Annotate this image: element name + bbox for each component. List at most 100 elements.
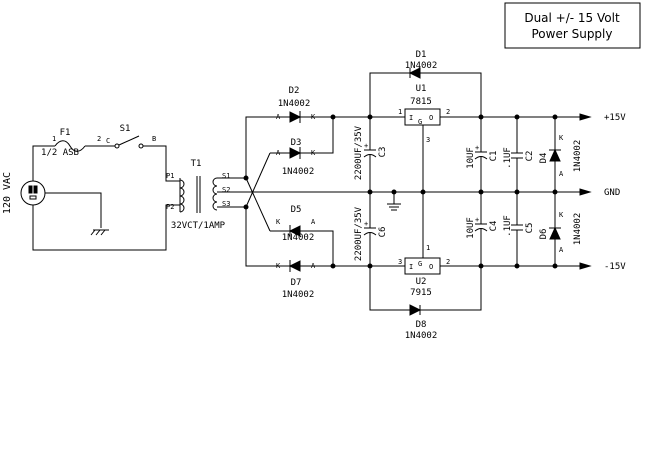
regulator-u2-part: 7915	[410, 288, 432, 298]
diode-d1: D1 1N4002	[369, 50, 482, 117]
diode-d3-cathode: K	[311, 149, 316, 157]
capacitor-c3-ref: C3	[378, 147, 388, 158]
regulator-u1-ref: U1	[416, 84, 427, 94]
regulator-u2-pin-out: 2	[446, 258, 450, 266]
capacitor-c2-value: .1UF	[503, 147, 513, 169]
capacitor-c6-ref: C6	[378, 227, 388, 238]
arrow-right-icon	[579, 113, 592, 121]
ac-input-label: 120 VAC	[2, 172, 13, 214]
regulator-u2: U2 7915 I G O 3 2 1	[398, 192, 450, 298]
diode-icon	[289, 111, 302, 123]
diode-d7: D7 1N4002 K A	[276, 260, 333, 300]
arrow-right-icon	[579, 262, 592, 270]
capacitor-c2-ref: C2	[525, 151, 535, 162]
diode-d4-ref: D4	[539, 153, 549, 164]
diode-d4-anode: A	[559, 170, 564, 178]
capacitor-c1: + 10UF C1	[466, 117, 499, 192]
transformer-p1: P1	[166, 172, 174, 180]
regulator-u1-pin-g: G	[418, 118, 422, 126]
transformer-s1: S1	[222, 172, 230, 180]
outputs: +15V GND -15V	[579, 113, 626, 272]
capacitor-c3-plus: +	[364, 142, 368, 150]
diode-d2-anode: A	[276, 113, 281, 121]
diode-d1-ref: D1	[416, 50, 427, 60]
diode-icon	[409, 304, 422, 316]
diode-d7-part: 1N4002	[282, 290, 315, 300]
diode-d5-part: 1N4002	[282, 233, 315, 243]
capacitor-c1-value: 10UF	[466, 147, 476, 169]
diode-icon	[549, 226, 561, 240]
transformer-t1: T1 32VCT/1AMP P1 P2 S1 S2 S3	[166, 159, 370, 231]
title-block: Dual +/- 15 Volt Power Supply	[504, 2, 641, 49]
capacitor-c4: + 10UF C4	[466, 192, 499, 266]
capacitor-c5: .1UF C5	[503, 192, 535, 266]
output-gnd-label: GND	[604, 188, 620, 198]
diode-d7-anode: A	[311, 262, 316, 270]
regulator-u1: U1 7815 I G O 1 2 3	[398, 84, 450, 192]
regulator-u2-pin-i: I	[409, 263, 413, 271]
capacitor-c1-ref: C1	[489, 151, 499, 162]
diode-d6-ref: D6	[539, 229, 549, 240]
capacitor-c6: + 2200UF/35V C6	[354, 192, 388, 266]
ac-plug: 120 VAC	[2, 145, 180, 251]
transformer-s3: S3	[222, 200, 230, 208]
diode-d8-part: 1N4002	[405, 331, 438, 341]
chassis-ground-icon	[90, 229, 109, 236]
diode-d6-cathode: K	[559, 211, 564, 219]
diode-d2: D2 1N4002 A K	[276, 86, 333, 123]
diode-d6: K A D6 1N4002	[539, 192, 583, 266]
diode-d6-anode: A	[559, 246, 564, 254]
capacitor-c6-plus: +	[364, 220, 368, 228]
capacitor-c5-ref: C5	[525, 223, 535, 234]
capacitor-c3: + 2200UF/35V C3	[354, 117, 388, 192]
regulator-u2-ref: U2	[416, 277, 427, 287]
title-line-2: Power Supply	[532, 27, 613, 41]
regulator-u2-pin-in: 3	[398, 258, 402, 266]
switch-ref: S1	[120, 124, 131, 134]
capacitor-c4-value: 10UF	[466, 217, 476, 239]
regulator-u2-pin-g: G	[418, 260, 422, 268]
fuse-pin-1: 1	[52, 135, 56, 143]
diode-d4-part: 1N4002	[573, 140, 583, 173]
diode-d8: D8 1N4002	[369, 266, 482, 341]
ground-icon	[387, 192, 401, 211]
capacitor-c4-ref: C4	[489, 221, 499, 232]
regulator-u1-part: 7815	[410, 97, 432, 107]
transformer-p2: P2	[166, 203, 174, 211]
capacitor-c6-value: 2200UF/35V	[354, 206, 364, 261]
regulator-u1-pin-gnd: 3	[426, 136, 430, 144]
fuse-pin-2: 2	[97, 135, 101, 143]
capacitor-c1-plus: +	[475, 144, 479, 152]
output-pos-label: +15V	[604, 113, 626, 123]
capacitor-c3-value: 2200UF/35V	[354, 125, 364, 180]
diode-d2-ref: D2	[289, 86, 300, 96]
fuse-ref: F1	[60, 128, 71, 138]
diode-d3-anode: A	[276, 149, 281, 157]
switch-s1: S1 C B	[106, 124, 180, 182]
title-line-1: Dual +/- 15 Volt	[524, 11, 620, 25]
transformer-spec: 32VCT/1AMP	[171, 221, 226, 231]
output-neg-label: -15V	[604, 262, 626, 272]
diode-d6-part: 1N4002	[573, 213, 583, 246]
diode-d5: D5 1N4002 K A	[276, 205, 320, 243]
regulator-u1-pin-i: I	[409, 114, 413, 122]
diode-d8-ref: D8	[416, 320, 427, 330]
diode-d5-anode: A	[311, 218, 316, 226]
diode-d7-cathode: K	[276, 262, 281, 270]
transformer-ref: T1	[191, 159, 202, 169]
fuse-value: 1/2 ASB	[41, 148, 79, 158]
diode-icon	[288, 260, 301, 272]
diode-d5-cathode: K	[276, 218, 281, 226]
diode-icon	[549, 148, 561, 162]
diode-icon	[289, 147, 302, 159]
diode-d2-cathode: K	[311, 113, 316, 121]
capacitor-c2: .1UF C2	[503, 117, 535, 192]
diode-d3: D3 1N4002 A K	[276, 138, 320, 177]
capacitor-c4-plus: +	[475, 216, 479, 224]
capacitor-c5-value: .1UF	[503, 215, 513, 237]
arrow-right-icon	[579, 188, 592, 196]
transformer-s2: S2	[222, 186, 230, 194]
diode-d4: K A D4 1N4002	[539, 117, 583, 192]
regulator-u2-pin-o: O	[429, 263, 433, 271]
